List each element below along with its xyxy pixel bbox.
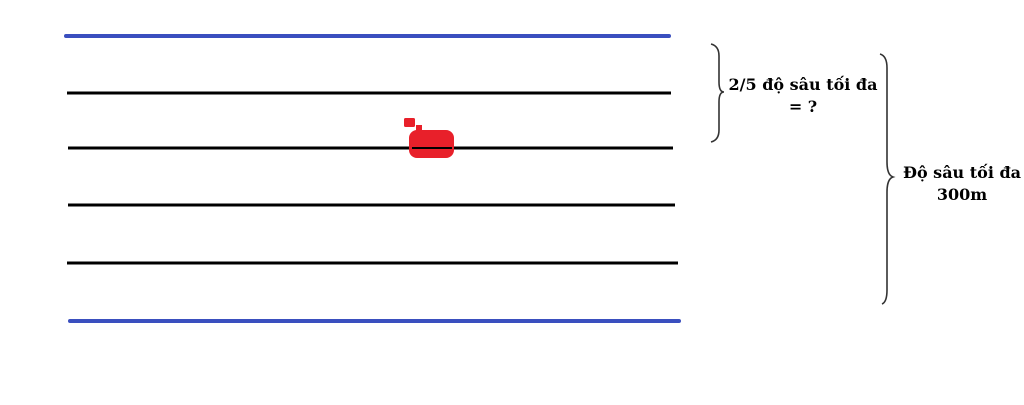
fraction-depth-label-line1: 2/5 độ sâu tối đa xyxy=(728,75,878,94)
max-depth-label: Độ sâu tối đa 300m xyxy=(900,162,1024,206)
fraction-depth-label-line2: = ? xyxy=(788,97,818,116)
fraction-depth-label: 2/5 độ sâu tối đa = ? xyxy=(727,74,879,118)
max-depth-label-line1: Độ sâu tối đa xyxy=(902,163,1022,182)
submarine-icon xyxy=(404,118,454,158)
large-brace xyxy=(879,53,896,305)
max-depth-label-line2: 300m xyxy=(936,185,988,204)
small-brace xyxy=(710,43,725,143)
